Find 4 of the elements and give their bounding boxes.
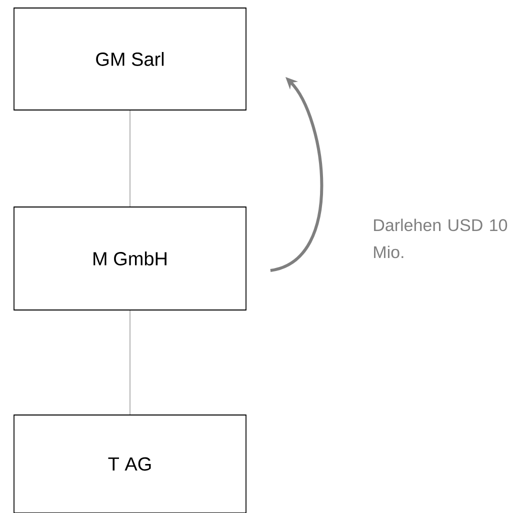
company-box: M GmbH [14,206,246,310]
company-box: T AG [14,414,246,513]
edge-label: Darlehen USD 10 Mio. [374,218,508,258]
company-box: GM Sarl [14,8,246,110]
